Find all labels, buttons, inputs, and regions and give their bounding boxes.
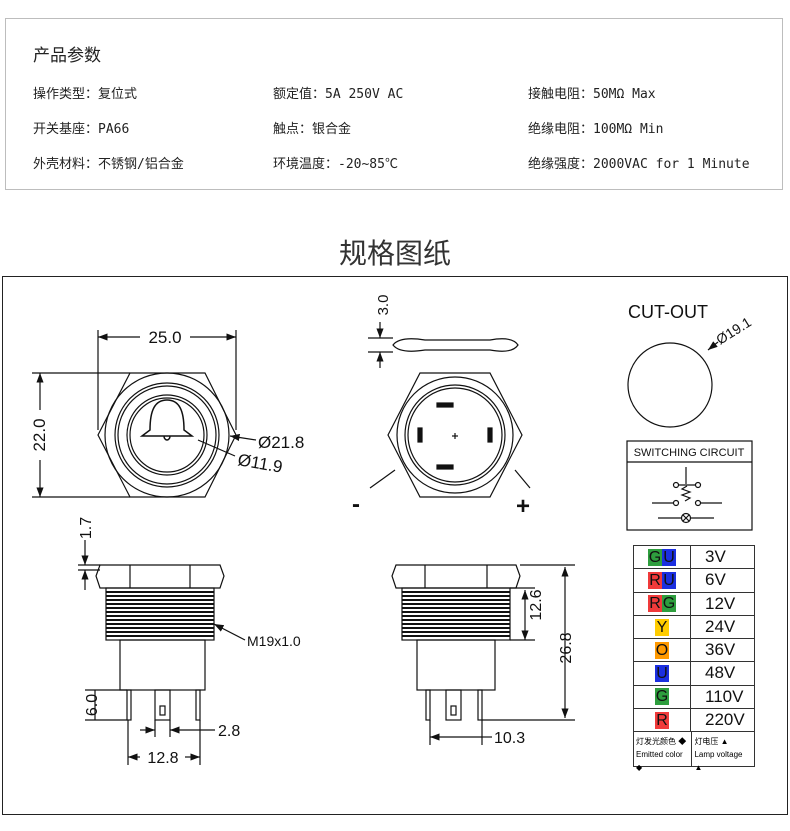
table-row: R 220V: [634, 709, 754, 733]
param-base: 开关基座：PA66: [33, 122, 130, 137]
color-code-chip: Y: [655, 618, 669, 636]
lamp-voltage-cell: 6V: [705, 570, 726, 590]
color-code-chip: R: [655, 711, 669, 729]
side-view-left: [78, 540, 246, 765]
param-insulation-resistance: 绝缘电阻：100MΩ Min: [528, 122, 664, 137]
dim-pin-width: 2.8: [218, 723, 240, 740]
dim-pin-length: 6.0: [84, 694, 101, 716]
color-code-chip: U: [662, 548, 676, 566]
terminal-minus: -: [352, 491, 360, 518]
legend-color-cn: 灯发光颜色 ◆: [636, 737, 687, 747]
dim-total-length: 26.8: [558, 632, 575, 663]
color-code-chip: R: [648, 571, 662, 589]
lamp-voltage-cell: 48V: [705, 663, 736, 683]
emitted-color-cell: O: [634, 639, 691, 662]
params-title: 产品参数: [33, 46, 101, 66]
lamp-voltage-cell: 24V: [705, 616, 736, 636]
param-operation-type: 操作类型：复位式: [33, 87, 138, 102]
lamp-voltage-cell: 3V: [705, 547, 726, 566]
param-dielectric-strength: 绝缘强度：2000VAC for 1 Minute: [528, 157, 750, 172]
cutout-circle: [627, 342, 713, 428]
table-row: G 110V: [634, 685, 754, 710]
lamp-voltage-cell: 110V: [705, 686, 744, 706]
dim-pin-span: 12.8: [147, 750, 178, 767]
table-row: O 36V: [634, 639, 754, 663]
color-code-chip: G: [655, 688, 669, 706]
product-parameters-panel: 产品参数 操作类型：复位式 额定值：5A 250V AC 接触电阻：50MΩ M…: [5, 18, 783, 190]
dim-depth: 10.3: [494, 730, 525, 747]
dim-thread-length: 12.6: [528, 589, 545, 620]
color-code-chip: U: [655, 665, 669, 683]
param-shell-material: 外壳材料：不锈钢/铝合金: [33, 157, 184, 172]
front-view: [32, 330, 257, 498]
emitted-color-cell: G: [634, 685, 691, 709]
table-row: U 48V: [634, 662, 754, 686]
dim-thread: M19x1.0: [247, 633, 301, 649]
terminal-plus: +: [516, 493, 530, 520]
dim-height: 22.0: [30, 418, 49, 451]
switching-circuit: [626, 440, 753, 531]
color-code-chip: U: [662, 571, 676, 589]
cutout-title: CUT-OUT: [628, 302, 708, 322]
dim-inner-diameter: Ø11.9: [236, 450, 284, 477]
param-contact: 触点：银合金: [273, 122, 352, 137]
legend-voltage-cn: 灯电压 ▲: [694, 737, 729, 747]
spec-drawing-title: 规格图纸: [338, 237, 451, 270]
bell-icon: [139, 399, 195, 441]
lamp-voltage-cell: 220V: [705, 710, 745, 730]
dim-width: 25.0: [148, 328, 181, 347]
emitted-color-cell: R: [634, 709, 691, 732]
dim-thickness: 3.0: [375, 295, 392, 316]
param-rating: 额定值：5A 250V AC: [273, 87, 404, 102]
table-legend: 灯发光颜色 ◆ Emitted color ◆ 灯电压 ▲ Lamp voltage …: [634, 732, 754, 772]
color-code-chip: O: [655, 641, 669, 659]
legend-color-en: Emitted color ◆: [636, 750, 683, 773]
emitted-color-cell: U: [634, 662, 691, 685]
side-view-right: [391, 564, 575, 745]
legend-voltage-en: Lamp voltage ▲: [694, 750, 743, 773]
rear-view: [368, 322, 531, 498]
circuit-title: SWITCHING CIRCUIT: [634, 447, 745, 459]
dim-outer-diameter: Ø21.8: [258, 433, 304, 452]
color-code-chip: G: [648, 548, 662, 566]
lamp-voltage-cell: 12V: [705, 593, 736, 613]
emitted-color-cell: Y: [634, 615, 691, 639]
param-contact-resistance: 接触电阻：50MΩ Max: [528, 87, 656, 102]
drawing-frame: [2, 276, 788, 815]
color-code-chip: G: [662, 595, 676, 613]
param-temperature: 环境温度：-20~85℃: [273, 157, 398, 172]
table-row: Y 24V: [634, 615, 754, 640]
lamp-voltage-cell: 36V: [705, 640, 736, 660]
cutout-diameter: Ø19.1: [713, 314, 754, 348]
dim-cap: 1.7: [78, 517, 95, 539]
color-code-chip: R: [648, 595, 662, 613]
